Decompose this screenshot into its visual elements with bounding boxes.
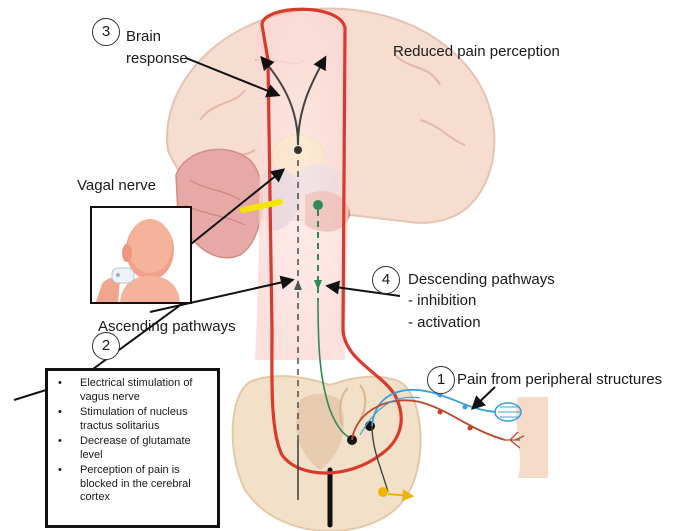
reduced-pain-label: Reduced pain perception: [393, 43, 560, 61]
step-number-3: 3: [92, 18, 120, 46]
vagus-stimulator-device-icon: [112, 268, 134, 283]
brain-response-label-line2: response: [126, 50, 188, 68]
mechanism-info-box: Electrical stimulation of vagus nerve St…: [45, 368, 220, 528]
brain-response-label-line1: Brain: [126, 28, 161, 46]
mechanism-item: Perception of pain is blocked in the cer…: [80, 464, 211, 505]
ascending-pathways-label: Ascending pathways: [98, 318, 236, 336]
step-number-2: 2: [92, 332, 120, 360]
peripheral-tissue-icon: [495, 397, 548, 478]
vagus-stimulation-illustration: [90, 206, 192, 304]
thalamus-synapse: [294, 146, 302, 154]
mechanism-item: Decrease of glutamate level: [80, 435, 211, 462]
descending-inhibition-label: - inhibition: [408, 292, 476, 310]
head-silhouette-icon: [92, 208, 190, 302]
step-number-4: 4: [372, 266, 400, 294]
descending-pathways-label: Descending pathways: [408, 271, 555, 289]
mechanism-list: Electrical stimulation of vagus nerve St…: [48, 371, 217, 505]
mechanism-item: Stimulation of nucleus tractus solitariu…: [80, 406, 211, 433]
vagal-nerve-label: Vagal nerve: [77, 177, 156, 195]
descending-activation-label: - activation: [408, 314, 481, 332]
mechanism-item: Electrical stimulation of vagus nerve: [80, 377, 211, 404]
step-number-1: 1: [427, 366, 455, 394]
peripheral-pain-label: Pain from peripheral structures: [457, 371, 662, 389]
